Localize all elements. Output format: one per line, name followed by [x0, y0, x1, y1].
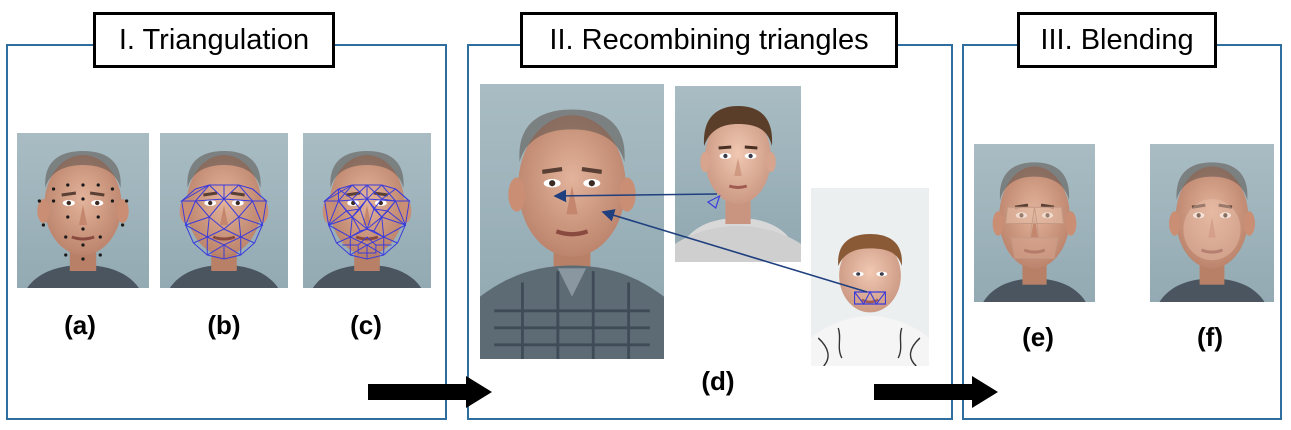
face-image-dense-triangulation — [303, 133, 431, 288]
link-arrow-1 — [553, 189, 718, 203]
face-image-unblended — [974, 144, 1095, 302]
label-a: (a) — [64, 310, 96, 340]
label-e: (e) — [1022, 322, 1054, 352]
face-image-source-2 — [811, 188, 929, 366]
label-d: (d) — [701, 366, 735, 396]
face-image-source-1 — [675, 86, 801, 262]
link-arrow-2 — [601, 209, 868, 293]
section-title-blending: III. Blending — [1017, 12, 1217, 68]
label-c: (c) — [350, 310, 382, 340]
section-title-triangulation: I. Triangulation — [93, 12, 335, 68]
face-image-blended — [1150, 144, 1274, 302]
flow-arrow-1 — [368, 376, 492, 408]
face-image-landmarks — [17, 133, 149, 288]
label-f: (f) — [1197, 322, 1223, 352]
label-b: (b) — [207, 310, 241, 340]
flow-arrow-2 — [874, 376, 998, 408]
recombine-link-arrows — [553, 189, 868, 293]
section-title-recombining: II. Recombining triangles — [520, 12, 898, 68]
face-image-triangulation — [160, 133, 288, 288]
